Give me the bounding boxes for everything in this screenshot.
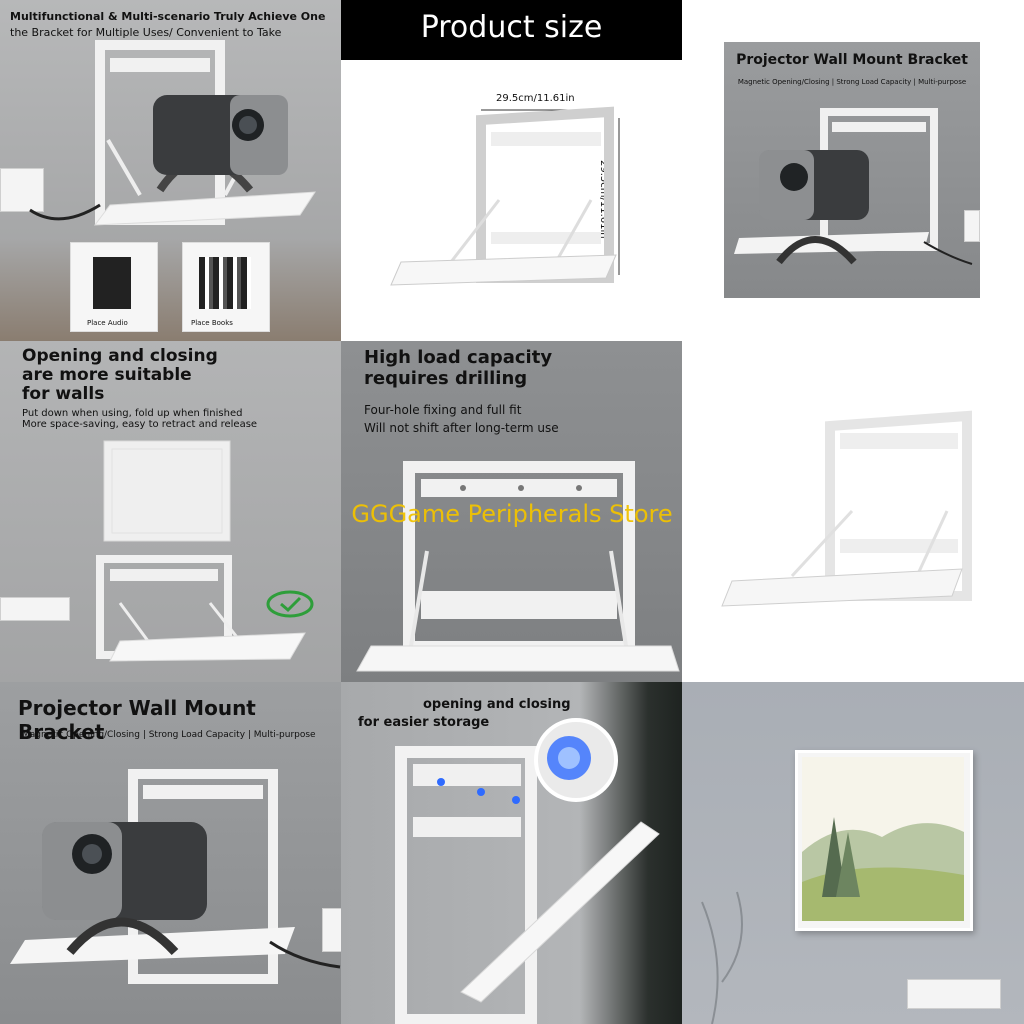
bracket-with-projector-illustration — [734, 108, 973, 265]
bracket-render-illustration — [721, 410, 972, 607]
folding-sub-line1: Put down when using, fold up when finish… — [22, 408, 243, 419]
folding-title-line1: Opening and closing — [22, 346, 218, 366]
inset-books: Place Books — [182, 242, 270, 332]
bracket-with-projector-illustration — [10, 769, 341, 984]
product-size-panel: Product size 29.5cm/11.61in 29.5cm/11.61… — [341, 0, 682, 341]
load-sub-line2: Will not shift after long-term use — [364, 421, 559, 435]
folding-panel: Opening and closing are more suitable fo… — [0, 341, 341, 682]
size-header: Product size — [420, 10, 603, 45]
wall-socket — [0, 168, 44, 212]
folding-title-line2: are more suitable — [22, 365, 192, 385]
inset-audio: Place Audio — [70, 242, 158, 332]
mount-subtitle: Magnetic Opening/Closing | Strong Load C… — [22, 730, 316, 740]
folded-and-open-bracket-illustration — [96, 440, 314, 662]
storage-title-line2: for easier storage — [358, 715, 490, 730]
load-title-line2: requires drilling — [364, 368, 528, 389]
wall-socket-strip — [0, 597, 70, 621]
wall-socket — [964, 210, 980, 242]
panel-title: Projector Wall Mount Bracket — [736, 52, 968, 68]
open-bracket-front-illustration — [356, 461, 680, 672]
title-photo: Projector Wall Mount Bracket Magnetic Op… — [724, 42, 980, 298]
size-header-bar: Product size — [341, 0, 682, 60]
picture-frame — [795, 750, 973, 931]
multi-scenario-panel: Multifunctional & Multi-scenario Truly A… — [0, 0, 341, 341]
load-capacity-panel: High load capacity requires drilling Fou… — [341, 341, 682, 682]
bracket-dimension-drawing — [390, 106, 620, 286]
closed-frame-panel — [682, 682, 1024, 1024]
folding-sub-line2: More space-saving, easy to retract and r… — [22, 419, 258, 430]
folding-title-line3: for walls — [22, 384, 105, 404]
mount-title: Projector Wall Mount Bracket — [18, 696, 256, 744]
check-icon — [266, 590, 314, 618]
plant-shadow-decoration — [701, 891, 743, 1024]
bracket-render-panel — [682, 341, 1024, 682]
width-dimension: 29.5cm/11.61in — [496, 93, 575, 104]
panel-subtitle: Magnetic Opening/Closing | Strong Load C… — [737, 78, 967, 86]
landscape-painting — [802, 757, 964, 921]
projector-mount-panel: Projector Wall Mount Bracket Magnetic Op… — [0, 682, 341, 1024]
load-sub-line1: Four-hole fixing and full fit — [364, 403, 522, 417]
product-title-panel: Projector Wall Mount Bracket Magnetic Op… — [682, 0, 1024, 341]
closing-bracket-illustration — [395, 718, 660, 1024]
storage-title-line1: opening and closing — [423, 697, 571, 712]
scenario-title-line1: Multifunctional & Multi-scenario Truly A… — [10, 10, 326, 23]
wall-socket-strip — [907, 979, 1001, 1009]
bracket-with-projector-illustration — [29, 40, 316, 226]
wall-socket — [322, 908, 341, 952]
load-title-line1: High load capacity — [364, 347, 553, 368]
inset-audio-label: Place Audio — [87, 319, 128, 327]
scenario-title-line2: the Bracket for Multiple Uses/ Convenien… — [10, 26, 282, 39]
inset-books-label: Place Books — [191, 319, 233, 327]
storage-panel: opening and closing for easier storage — [341, 682, 682, 1024]
